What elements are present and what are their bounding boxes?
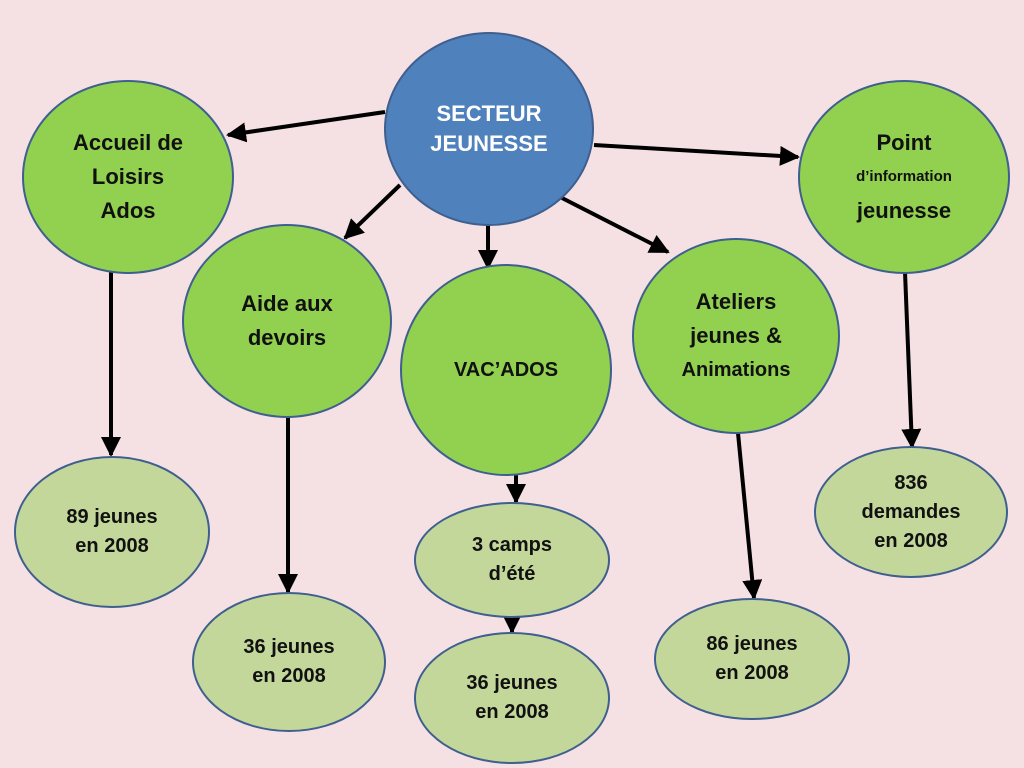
result-ateliers-line-1: 86 jeunes: [706, 633, 798, 655]
arrow-center-to-point: [593, 143, 800, 166]
result-aide-line-2: en 2008: [252, 665, 326, 687]
result-vacados-line-2: en 2008: [475, 701, 549, 723]
result-camps-line-2: d’été: [488, 563, 536, 585]
result-accueil-line-1: 89 jeunes: [66, 506, 158, 528]
center-line-1: SECTEUR: [436, 101, 542, 126]
result-vacados: 36 jeunes en 2008: [414, 632, 610, 764]
result-point-line-2: demandes: [861, 500, 961, 523]
ateliers-line-3: Animations: [681, 359, 791, 381]
vacados-line-1: VAC’ADOS: [453, 359, 559, 381]
arrow-point-to-result: [901, 271, 922, 449]
result-aide: 36 jeunes en 2008: [192, 592, 386, 732]
result-ateliers-line-2: en 2008: [715, 662, 789, 684]
arrow-ateliers-to-result: [736, 432, 763, 600]
node-ateliers-jeunes-animations: Ateliers jeunes & Animations: [632, 238, 840, 434]
ateliers-line-2: jeunes &: [690, 323, 782, 348]
result-accueil: 89 jeunes en 2008: [14, 456, 210, 608]
result-point-line-3: en 2008: [874, 529, 948, 552]
accueil-line-3: Ados: [100, 198, 156, 223]
center-node-secteur-jeunesse: SECTEUR JEUNESSE: [384, 32, 594, 226]
node-aide-aux-devoirs: Aide aux devoirs: [182, 224, 392, 418]
point-line-1: Point: [876, 130, 932, 155]
point-line-3: jeunesse: [856, 198, 952, 223]
aide-line-1: Aide aux: [241, 291, 333, 316]
node-vacados: VAC’ADOS: [400, 264, 612, 476]
accueil-line-1: Accueil de: [72, 130, 184, 155]
result-accueil-line-2: en 2008: [75, 535, 149, 557]
aide-line-2: devoirs: [247, 325, 327, 350]
node-accueil-loisirs-ados: Accueil de Loisirs Ados: [22, 80, 234, 274]
arrow-center-to-ateliers: [561, 196, 670, 254]
result-ateliers: 86 jeunes en 2008: [654, 598, 850, 720]
result-point-line-1: 836: [894, 471, 928, 494]
point-line-2: d’information: [856, 168, 952, 185]
result-camps-line-1: 3 camps: [471, 534, 553, 556]
accueil-line-2: Loisirs: [91, 164, 165, 189]
result-vacados-camps: 3 camps d’été: [414, 502, 610, 618]
arrow-center-to-accueil: [226, 110, 386, 143]
ateliers-line-1: Ateliers: [695, 289, 777, 314]
center-line-2: JEUNESSE: [430, 131, 548, 156]
result-vacados-line-1: 36 jeunes: [466, 672, 558, 694]
result-point: 836 demandes en 2008: [814, 446, 1008, 578]
arrow-center-to-aide: [343, 183, 402, 240]
node-point-information-jeunesse: Point d’information jeunesse: [798, 80, 1010, 274]
result-aide-line-1: 36 jeunes: [243, 636, 335, 658]
